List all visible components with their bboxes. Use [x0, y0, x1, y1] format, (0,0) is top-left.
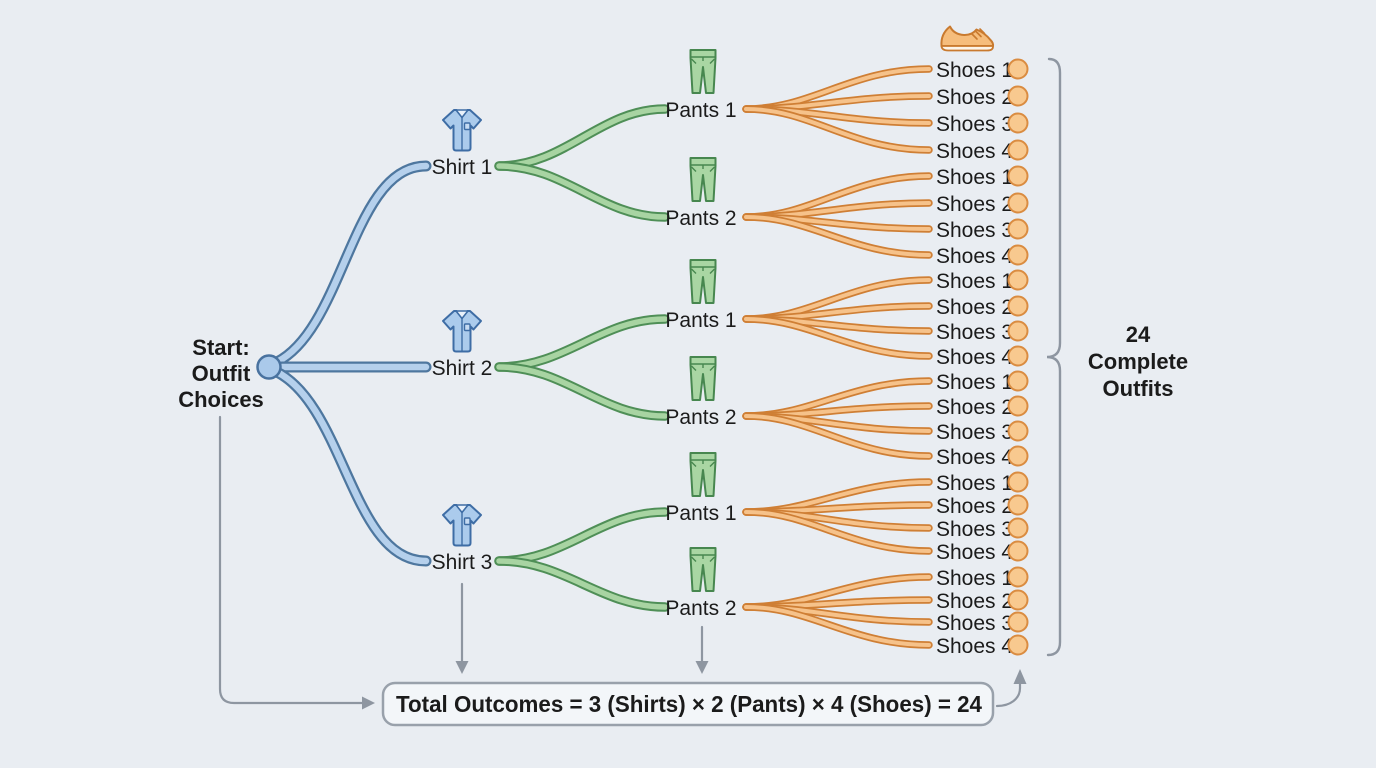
start-label-line3: Choices	[178, 387, 264, 412]
outcome-marker	[1007, 192, 1029, 214]
shoes-label: Shoes 1	[936, 567, 1013, 590]
shoes-label: Shoes 1	[936, 472, 1013, 495]
outfits-count-label: 24 Complete Outfits	[1088, 322, 1188, 401]
shoes-label: Shoes 3	[936, 219, 1013, 242]
outcome-marker	[1007, 494, 1029, 516]
shoes-label: Shoes 4	[936, 140, 1013, 163]
shirt-3-label: Shirt 3	[432, 551, 493, 574]
outcome-marker	[1007, 320, 1029, 342]
shoes-label: Shoes 3	[936, 321, 1013, 344]
outcome-marker	[1007, 112, 1029, 134]
start-label-line1: Start:	[192, 335, 249, 360]
pants-label: Pants 1	[665, 99, 736, 122]
arrow-start-to-formula-head	[362, 696, 375, 710]
shoes-label: Shoes 2	[936, 590, 1013, 613]
outcome-marker	[1007, 517, 1029, 539]
outcome-marker	[1007, 58, 1029, 80]
outcome-marker	[1007, 139, 1029, 161]
shoes-label: Shoes 3	[936, 612, 1013, 635]
formula-text: Total Outcomes = 3 (Shirts) × 2 (Pants) …	[396, 691, 982, 717]
outcome-marker	[1007, 370, 1029, 392]
start-label-line2: Outfit	[192, 361, 251, 386]
annotation-arrows	[218, 415, 1027, 710]
shoes-label: Shoes 2	[936, 86, 1013, 109]
shoes-label: Shoes 4	[936, 245, 1013, 268]
pants-label: Pants 2	[665, 597, 736, 620]
pants-label: Pants 1	[665, 502, 736, 525]
pants-label: Pants 2	[665, 406, 736, 429]
outcome-marker	[1007, 244, 1029, 266]
outcome-marker	[1007, 420, 1029, 442]
outcome-marker	[1007, 471, 1029, 493]
shoes-label: Shoes 2	[936, 296, 1013, 319]
outcome-marker	[1007, 218, 1029, 240]
start-dot	[256, 354, 282, 380]
outfits-count-line3: Outfits	[1103, 376, 1174, 401]
shoes-label: Shoes 3	[936, 421, 1013, 444]
arrow-formula-to-bracket	[995, 681, 1022, 708]
shoes-label: Shoes 4	[936, 346, 1013, 369]
outcome-marker	[1007, 445, 1029, 467]
pants-nodes: Pants 1 Pants 2 Pants 1 Pants 2 Pants 1 …	[665, 49, 737, 620]
shoes-label: Shoes 2	[936, 193, 1013, 216]
arrow-start-to-formula	[218, 415, 364, 705]
outcome-marker	[1007, 269, 1029, 291]
pants-label: Pants 2	[665, 207, 736, 230]
outcome-marker	[1007, 566, 1029, 588]
arrow-formula-to-bracket-head	[1013, 669, 1027, 684]
outcome-marker	[1007, 165, 1029, 187]
shoes-label: Shoes 4	[936, 541, 1013, 564]
outcome-marker	[1007, 345, 1029, 367]
shoes-label: Shoes 3	[936, 518, 1013, 541]
outcome-marker	[1007, 295, 1029, 317]
shoes-label: Shoes 2	[936, 495, 1013, 518]
formula-box-rect	[381, 681, 995, 727]
shoes-label: Shoes 1	[936, 371, 1013, 394]
shoes-label: Shoes 4	[936, 446, 1013, 469]
arrow-shirts-to-formula-head	[455, 661, 469, 674]
shirt-2-label: Shirt 2	[432, 357, 493, 380]
outfits-bracket	[1046, 57, 1062, 657]
outcome-marker	[1007, 85, 1029, 107]
outfits-count-line1: 24	[1126, 322, 1151, 347]
shoes-label: Shoes 2	[936, 396, 1013, 419]
formula-box: Total Outcomes = 3 (Shirts) × 2 (Pants) …	[381, 681, 995, 727]
arrow-pants-to-formula-head	[695, 661, 709, 674]
outcome-marker	[1007, 634, 1029, 656]
shoes-label: Shoes 1	[936, 59, 1013, 82]
shoes-label: Shoes 1	[936, 270, 1013, 293]
shoes-label: Shoes 3	[936, 113, 1013, 136]
pants-label: Pants 1	[665, 309, 736, 332]
shirt-1-label: Shirt 1	[432, 156, 493, 179]
outcome-marker	[1007, 589, 1029, 611]
shoes-label: Shoes 4	[936, 635, 1013, 658]
start-node: Start: Outfit Choices	[178, 335, 282, 412]
outfits-count-line2: Complete	[1088, 349, 1188, 374]
outcome-marker	[1007, 540, 1029, 562]
outcome-marker	[1007, 611, 1029, 633]
shirt-nodes: Shirt 1 Shirt 2 Shirt 3	[432, 109, 493, 574]
shoes-leaves: Shoes 1 Shoes 2 Shoes 3 Shoes 4 Shoes 1 …	[936, 58, 1029, 658]
shoes-label: Shoes 1	[936, 166, 1013, 189]
outcome-marker	[1007, 395, 1029, 417]
